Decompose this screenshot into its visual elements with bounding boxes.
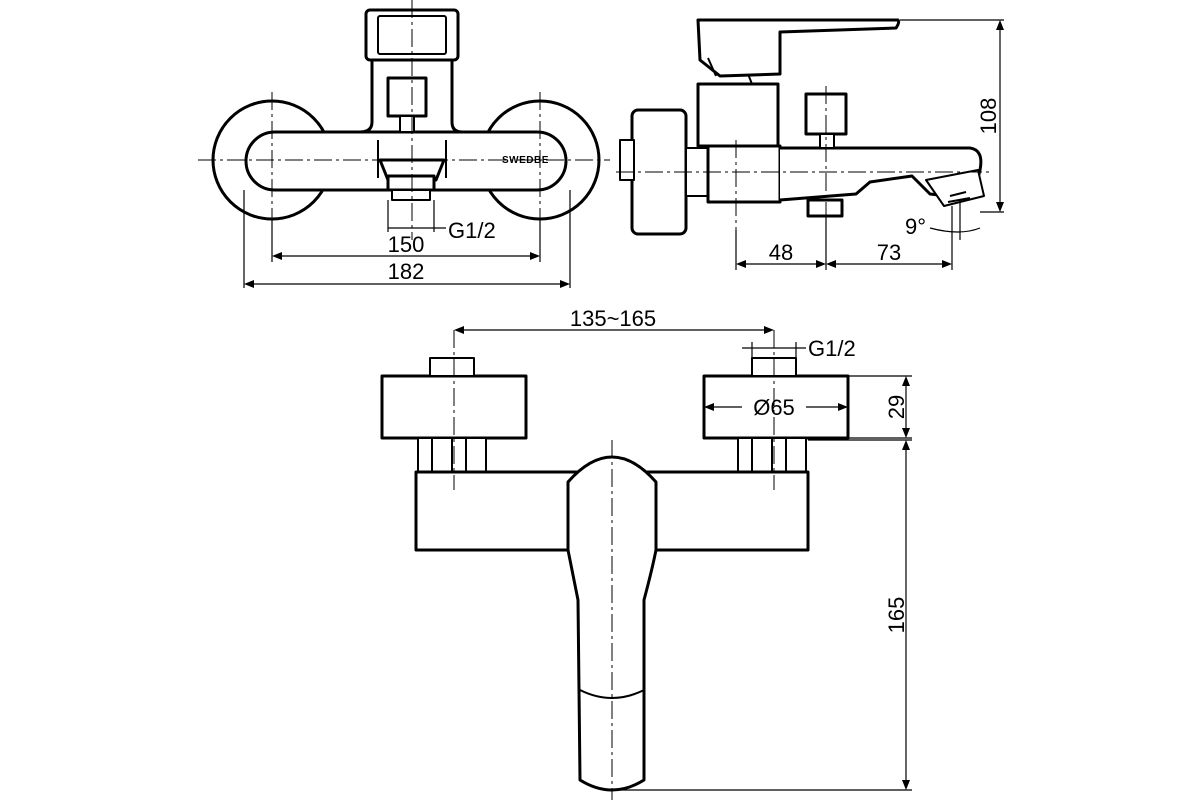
front-view: SWEDBE 150 182 G1/2 <box>198 0 610 288</box>
side-view: 108 9° 48 73 <box>616 18 1004 270</box>
diverter-knob <box>386 76 428 118</box>
side-aerator <box>925 169 985 207</box>
overall-extension-lines <box>243 190 571 288</box>
dim-diameter-label: Ø65 <box>753 395 795 420</box>
dim-spacing-label: 135~165 <box>570 306 656 331</box>
side-diverter-bottom <box>806 198 844 218</box>
dim-g12-front-lines <box>387 200 446 232</box>
dim-165-label: 165 <box>884 597 909 634</box>
side-inlet <box>619 139 635 181</box>
dim-g12-top-lines <box>742 342 806 358</box>
top-centerlines <box>453 330 775 800</box>
top-spout-ridge <box>579 689 645 699</box>
center-extension-lines <box>271 219 541 262</box>
side-diverter-stem <box>819 133 835 149</box>
side-cartridge <box>696 82 780 148</box>
dim-29-lines <box>848 375 912 439</box>
aerator-front <box>386 174 436 192</box>
dim-29-label: 29 <box>884 395 909 419</box>
depth-extension-lines <box>735 206 953 270</box>
dim-150-label: 150 <box>388 232 425 257</box>
body-seam <box>377 140 447 178</box>
dim-165-lines <box>610 439 912 791</box>
front-centerlines <box>198 0 610 240</box>
dim-48-label: 48 <box>769 240 793 265</box>
dim-73-label: 73 <box>877 240 901 265</box>
top-view: 135~165 G1/2 Ø65 29 165 <box>380 306 912 800</box>
diverter-stem <box>399 115 415 133</box>
dim-108-label: 108 <box>976 98 1001 135</box>
side-handle-stem <box>707 57 753 85</box>
side-body <box>706 144 782 204</box>
side-aerator-lines <box>947 191 971 203</box>
dim-g12-top-label: G1/2 <box>808 336 856 361</box>
dim-182-label: 182 <box>388 259 425 284</box>
side-centerlines <box>616 86 990 270</box>
dim-angle-label: 9° <box>905 214 926 239</box>
aerator-outlet <box>391 189 431 201</box>
top-right-nut-facets <box>751 438 787 472</box>
dim-angle-lines <box>929 200 981 240</box>
top-left-nut-facets <box>431 438 467 472</box>
side-handle <box>696 18 901 78</box>
top-left-inlet <box>429 357 475 377</box>
dim-g12-front-label: G1/2 <box>448 218 496 243</box>
